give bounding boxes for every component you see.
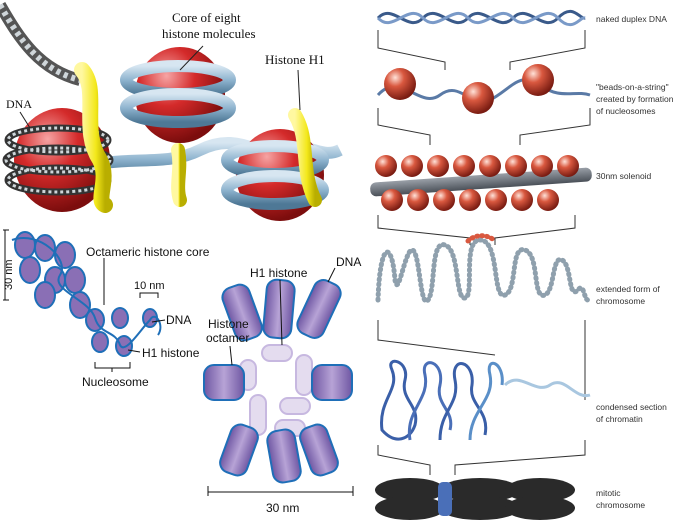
condensed-chromatin <box>380 359 591 441</box>
level-4-line1: extended form of <box>596 284 660 294</box>
level-2-line2: created by formation <box>596 94 674 104</box>
chromatin-hierarchy-panel: naked duplex DNA "beads-on-a-string" cre… <box>370 9 674 520</box>
coiled-dna-background <box>0 2 82 86</box>
level-5-line1: condensed section <box>596 402 667 412</box>
beads-on-string <box>376 64 591 114</box>
solenoid-h1-label: H1 histone <box>250 266 308 280</box>
solenoid-dna-label: DNA <box>336 255 361 269</box>
fiber-h1-label: H1 histone <box>142 346 200 360</box>
fiber-dna-label: DNA <box>166 313 191 327</box>
core-label-line2: histone molecules <box>162 26 256 41</box>
level-1-line1: naked duplex DNA <box>596 14 667 24</box>
core-label-line1: Core of eight <box>172 10 241 25</box>
level-4-line2: chromosome <box>596 296 645 306</box>
histone-h1-label: Histone H1 <box>265 52 325 67</box>
h1-histone-3 <box>288 108 322 207</box>
octameric-core-label: Octameric histone core <box>86 245 210 259</box>
histone-octamers <box>203 278 353 484</box>
h1-histone-1 <box>74 62 113 213</box>
solenoid-cross-section: H1 histone DNA Histone octamer 30 nm <box>203 255 361 515</box>
level-6-line1: mitotic <box>596 488 621 498</box>
naked-dna-helix <box>376 9 586 27</box>
extended-chromosome-loops <box>375 233 591 304</box>
level-2-line1: "beads-on-a-string" <box>596 82 669 92</box>
h1-histone-ring <box>239 344 313 437</box>
octamer-label-line1: Histone <box>208 317 249 331</box>
mitotic-chromosome <box>375 478 575 520</box>
octamer-label-line2: octamer <box>206 331 249 345</box>
fiber-scale-label: 30 nm <box>3 259 15 290</box>
h1-histone-2 <box>171 143 187 207</box>
fiber-dna-strand <box>11 237 162 349</box>
solenoid-scale-label: 30 nm <box>266 501 299 515</box>
chromatin-fiber-illustration: 30 nm Octameric histone core 10 nm DNA H… <box>3 229 210 389</box>
dna-label-top: DNA <box>6 97 32 111</box>
level-6-line2: chromosome <box>596 500 645 510</box>
nucleosome-2 <box>120 47 236 143</box>
level-2-line3: of nucleosomes <box>596 106 656 116</box>
solenoid-30nm <box>370 155 592 211</box>
size-10nm-label: 10 nm <box>134 280 165 292</box>
level-5-line2: of chromatin <box>596 414 643 424</box>
level-3-line1: 30nm solenoid <box>596 171 652 181</box>
nucleosome-illustration: Core of eight histone molecules Histone … <box>0 2 343 221</box>
nucleosome-label: Nucleosome <box>82 375 149 389</box>
